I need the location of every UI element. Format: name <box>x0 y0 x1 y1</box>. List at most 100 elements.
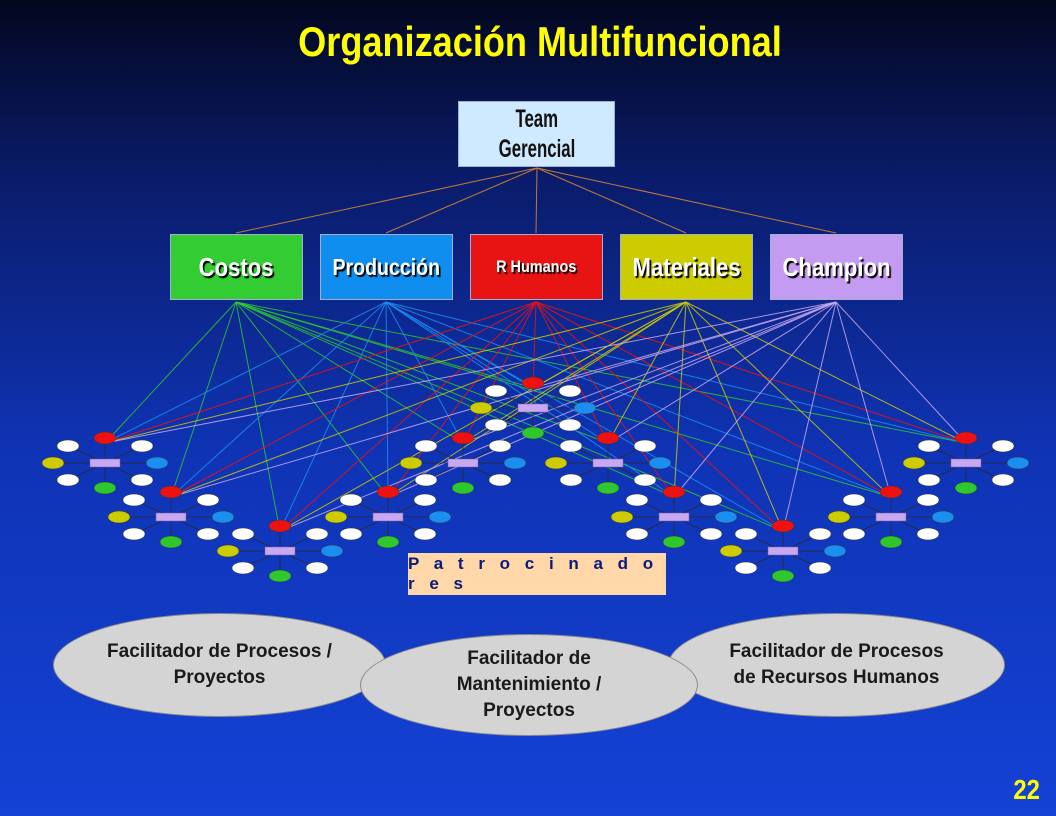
team-link-3 <box>536 167 687 234</box>
dept-produccion-box: Producción <box>320 234 453 300</box>
cluster-hub <box>950 458 982 468</box>
sponsor-node-white <box>130 439 154 453</box>
sponsors-label: P a t r o c i n a d o r e s <box>408 553 666 595</box>
sponsor-node-white <box>130 473 154 487</box>
slide-title: Organización Multifuncional <box>298 18 782 65</box>
sponsor-node-red <box>521 376 545 390</box>
sponsor-node-red <box>159 485 183 499</box>
cluster-hub <box>875 512 907 522</box>
sponsor-node-white <box>231 527 255 541</box>
sponsor-node-white <box>488 439 512 453</box>
sponsor-node-white <box>734 561 758 575</box>
sponsor-node-yellow <box>41 456 65 470</box>
sponsor-node-blue <box>145 456 169 470</box>
sponsor-node-white <box>808 527 832 541</box>
sponsor-node-red <box>771 519 795 533</box>
sponsor-node-green <box>268 569 292 583</box>
sponsor-node-yellow <box>827 510 851 524</box>
page-number: 22 <box>1013 774 1040 805</box>
sponsor-node-red <box>662 485 686 499</box>
dept-cluster-link <box>607 301 687 444</box>
dept-cluster-link <box>535 301 892 498</box>
dept-cluster-link <box>235 301 967 444</box>
sponsor-node-white <box>56 439 80 453</box>
sponsor-node-white <box>339 527 363 541</box>
sponsor-node-green <box>93 481 117 495</box>
dept-cluster-link <box>279 301 387 532</box>
sponsor-node-yellow <box>610 510 634 524</box>
sponsor-node-white <box>699 527 723 541</box>
dept-costos-box: Costos <box>170 234 303 300</box>
sponsor-node-white <box>558 384 582 398</box>
dept-cluster-link <box>607 301 837 444</box>
cluster-hub <box>658 512 690 522</box>
dept-cluster-link <box>835 301 892 498</box>
dept-cluster-link <box>835 301 967 444</box>
dept-cluster-link <box>532 301 687 389</box>
sponsor-node-green <box>521 426 545 440</box>
dept-cluster-link <box>235 301 389 498</box>
dept-cluster-link <box>385 301 464 444</box>
sponsor-node-red <box>376 485 400 499</box>
dept-cluster-link <box>104 301 687 444</box>
dept-cluster-link <box>532 301 537 389</box>
sponsor-node-blue <box>503 456 527 470</box>
sponsor-node-white <box>488 473 512 487</box>
sponsor-node-yellow <box>216 544 240 558</box>
cluster-hub <box>767 546 799 556</box>
sponsor-node-white <box>842 493 866 507</box>
sponsor-node-white <box>808 561 832 575</box>
team-link-4 <box>536 167 837 234</box>
sponsor-node-red <box>596 431 620 445</box>
sponsor-node-white <box>916 527 940 541</box>
cluster-hub <box>592 458 624 468</box>
dept-cluster-link <box>385 301 389 498</box>
sponsor-node-green <box>771 569 795 583</box>
sponsor-node-white <box>916 493 940 507</box>
sponsor-node-white <box>625 493 649 507</box>
dept-cluster-link <box>673 301 687 498</box>
sponsor-node-blue <box>1006 456 1030 470</box>
dept-cluster-link <box>104 301 237 444</box>
sponsor-node-red <box>954 431 978 445</box>
sponsor-node-red <box>879 485 903 499</box>
sponsor-node-white <box>699 493 723 507</box>
sponsor-node-blue <box>211 510 235 524</box>
sponsor-node-yellow <box>719 544 743 558</box>
dept-rh-box: R Humanos <box>470 234 603 300</box>
dept-cluster-link <box>104 301 837 444</box>
dept-cluster-link <box>170 301 537 498</box>
sponsor-node-yellow <box>544 456 568 470</box>
dept-cluster-link <box>782 301 837 532</box>
sponsor-node-white <box>559 439 583 453</box>
dept-cluster-link <box>104 301 537 444</box>
sponsor-node-white <box>414 473 438 487</box>
dept-cluster-link <box>235 301 892 498</box>
sponsor-node-white <box>484 418 508 432</box>
sponsor-node-white <box>991 439 1015 453</box>
sponsor-node-white <box>196 493 220 507</box>
sponsor-node-white <box>122 527 146 541</box>
dept-cluster-link <box>235 301 784 532</box>
sponsor-node-red <box>93 431 117 445</box>
sponsor-node-red <box>268 519 292 533</box>
sponsor-node-yellow <box>469 401 493 415</box>
sponsor-node-white <box>413 527 437 541</box>
sponsor-node-green <box>596 481 620 495</box>
sponsor-node-white <box>842 527 866 541</box>
dept-cluster-link <box>279 301 537 532</box>
dept-cluster-link <box>535 301 967 444</box>
dept-cluster-link <box>170 301 237 498</box>
sponsor-node-green <box>879 535 903 549</box>
sponsor-node-white <box>56 473 80 487</box>
sponsor-node-white <box>196 527 220 541</box>
sponsor-node-white <box>305 527 329 541</box>
sponsor-node-blue <box>573 401 597 415</box>
sponsor-node-blue <box>714 510 738 524</box>
sponsor-node-yellow <box>107 510 131 524</box>
dept-cluster-link <box>462 301 837 444</box>
dept-cluster-link <box>535 301 609 444</box>
